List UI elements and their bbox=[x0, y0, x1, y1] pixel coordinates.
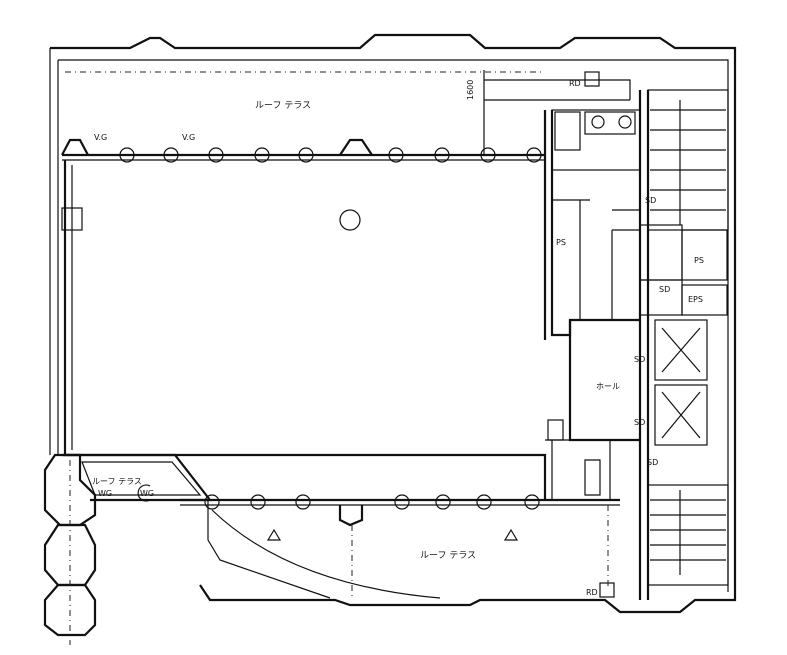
dimension-label: 1600 bbox=[466, 80, 475, 100]
column bbox=[394, 494, 410, 510]
sd-label: SD bbox=[634, 418, 645, 427]
sd-label: SD bbox=[659, 285, 670, 294]
main-room bbox=[61, 160, 547, 500]
column bbox=[435, 494, 451, 510]
wg-label-right: WG bbox=[140, 489, 154, 498]
rd-top-label: RD bbox=[569, 79, 581, 88]
column bbox=[476, 494, 492, 510]
top-columns bbox=[119, 147, 542, 163]
column bbox=[254, 147, 270, 163]
top-terrace-wall bbox=[61, 138, 545, 161]
small-terrace bbox=[43, 453, 213, 645]
outer-wall bbox=[49, 33, 737, 614]
column bbox=[526, 147, 542, 163]
sd-label: SD bbox=[634, 355, 645, 364]
eps-label: EPS bbox=[688, 295, 703, 304]
vg-label-left: V.G bbox=[94, 133, 107, 142]
column bbox=[524, 494, 540, 510]
top-partitions bbox=[483, 70, 631, 155]
column bbox=[250, 494, 266, 510]
bottom-terrace bbox=[180, 498, 620, 600]
column bbox=[388, 147, 404, 163]
column bbox=[204, 494, 220, 510]
wg-label-left: WG bbox=[98, 489, 112, 498]
column bbox=[208, 147, 224, 163]
column bbox=[295, 494, 311, 510]
central-column bbox=[339, 209, 361, 231]
small-terrace-label: ルーフ テラス bbox=[92, 477, 142, 486]
column bbox=[119, 147, 135, 163]
rd-bottom-label: RD bbox=[586, 588, 598, 597]
sd-label: SD bbox=[645, 196, 656, 205]
vg-label-right: V.G bbox=[182, 133, 195, 142]
service-core bbox=[543, 89, 729, 600]
top-terrace-label: ルーフ テラス bbox=[255, 100, 311, 111]
column bbox=[163, 147, 179, 163]
sd-label: SD bbox=[647, 458, 658, 467]
hall-label: ホール bbox=[596, 382, 620, 391]
column bbox=[298, 147, 314, 163]
column bbox=[480, 147, 496, 163]
ps-right-label: PS bbox=[694, 256, 704, 265]
bottom-columns bbox=[204, 494, 540, 510]
ps-left-label: PS bbox=[556, 238, 566, 247]
bottom-terrace-label: ルーフ テラス bbox=[420, 550, 476, 561]
column bbox=[434, 147, 450, 163]
